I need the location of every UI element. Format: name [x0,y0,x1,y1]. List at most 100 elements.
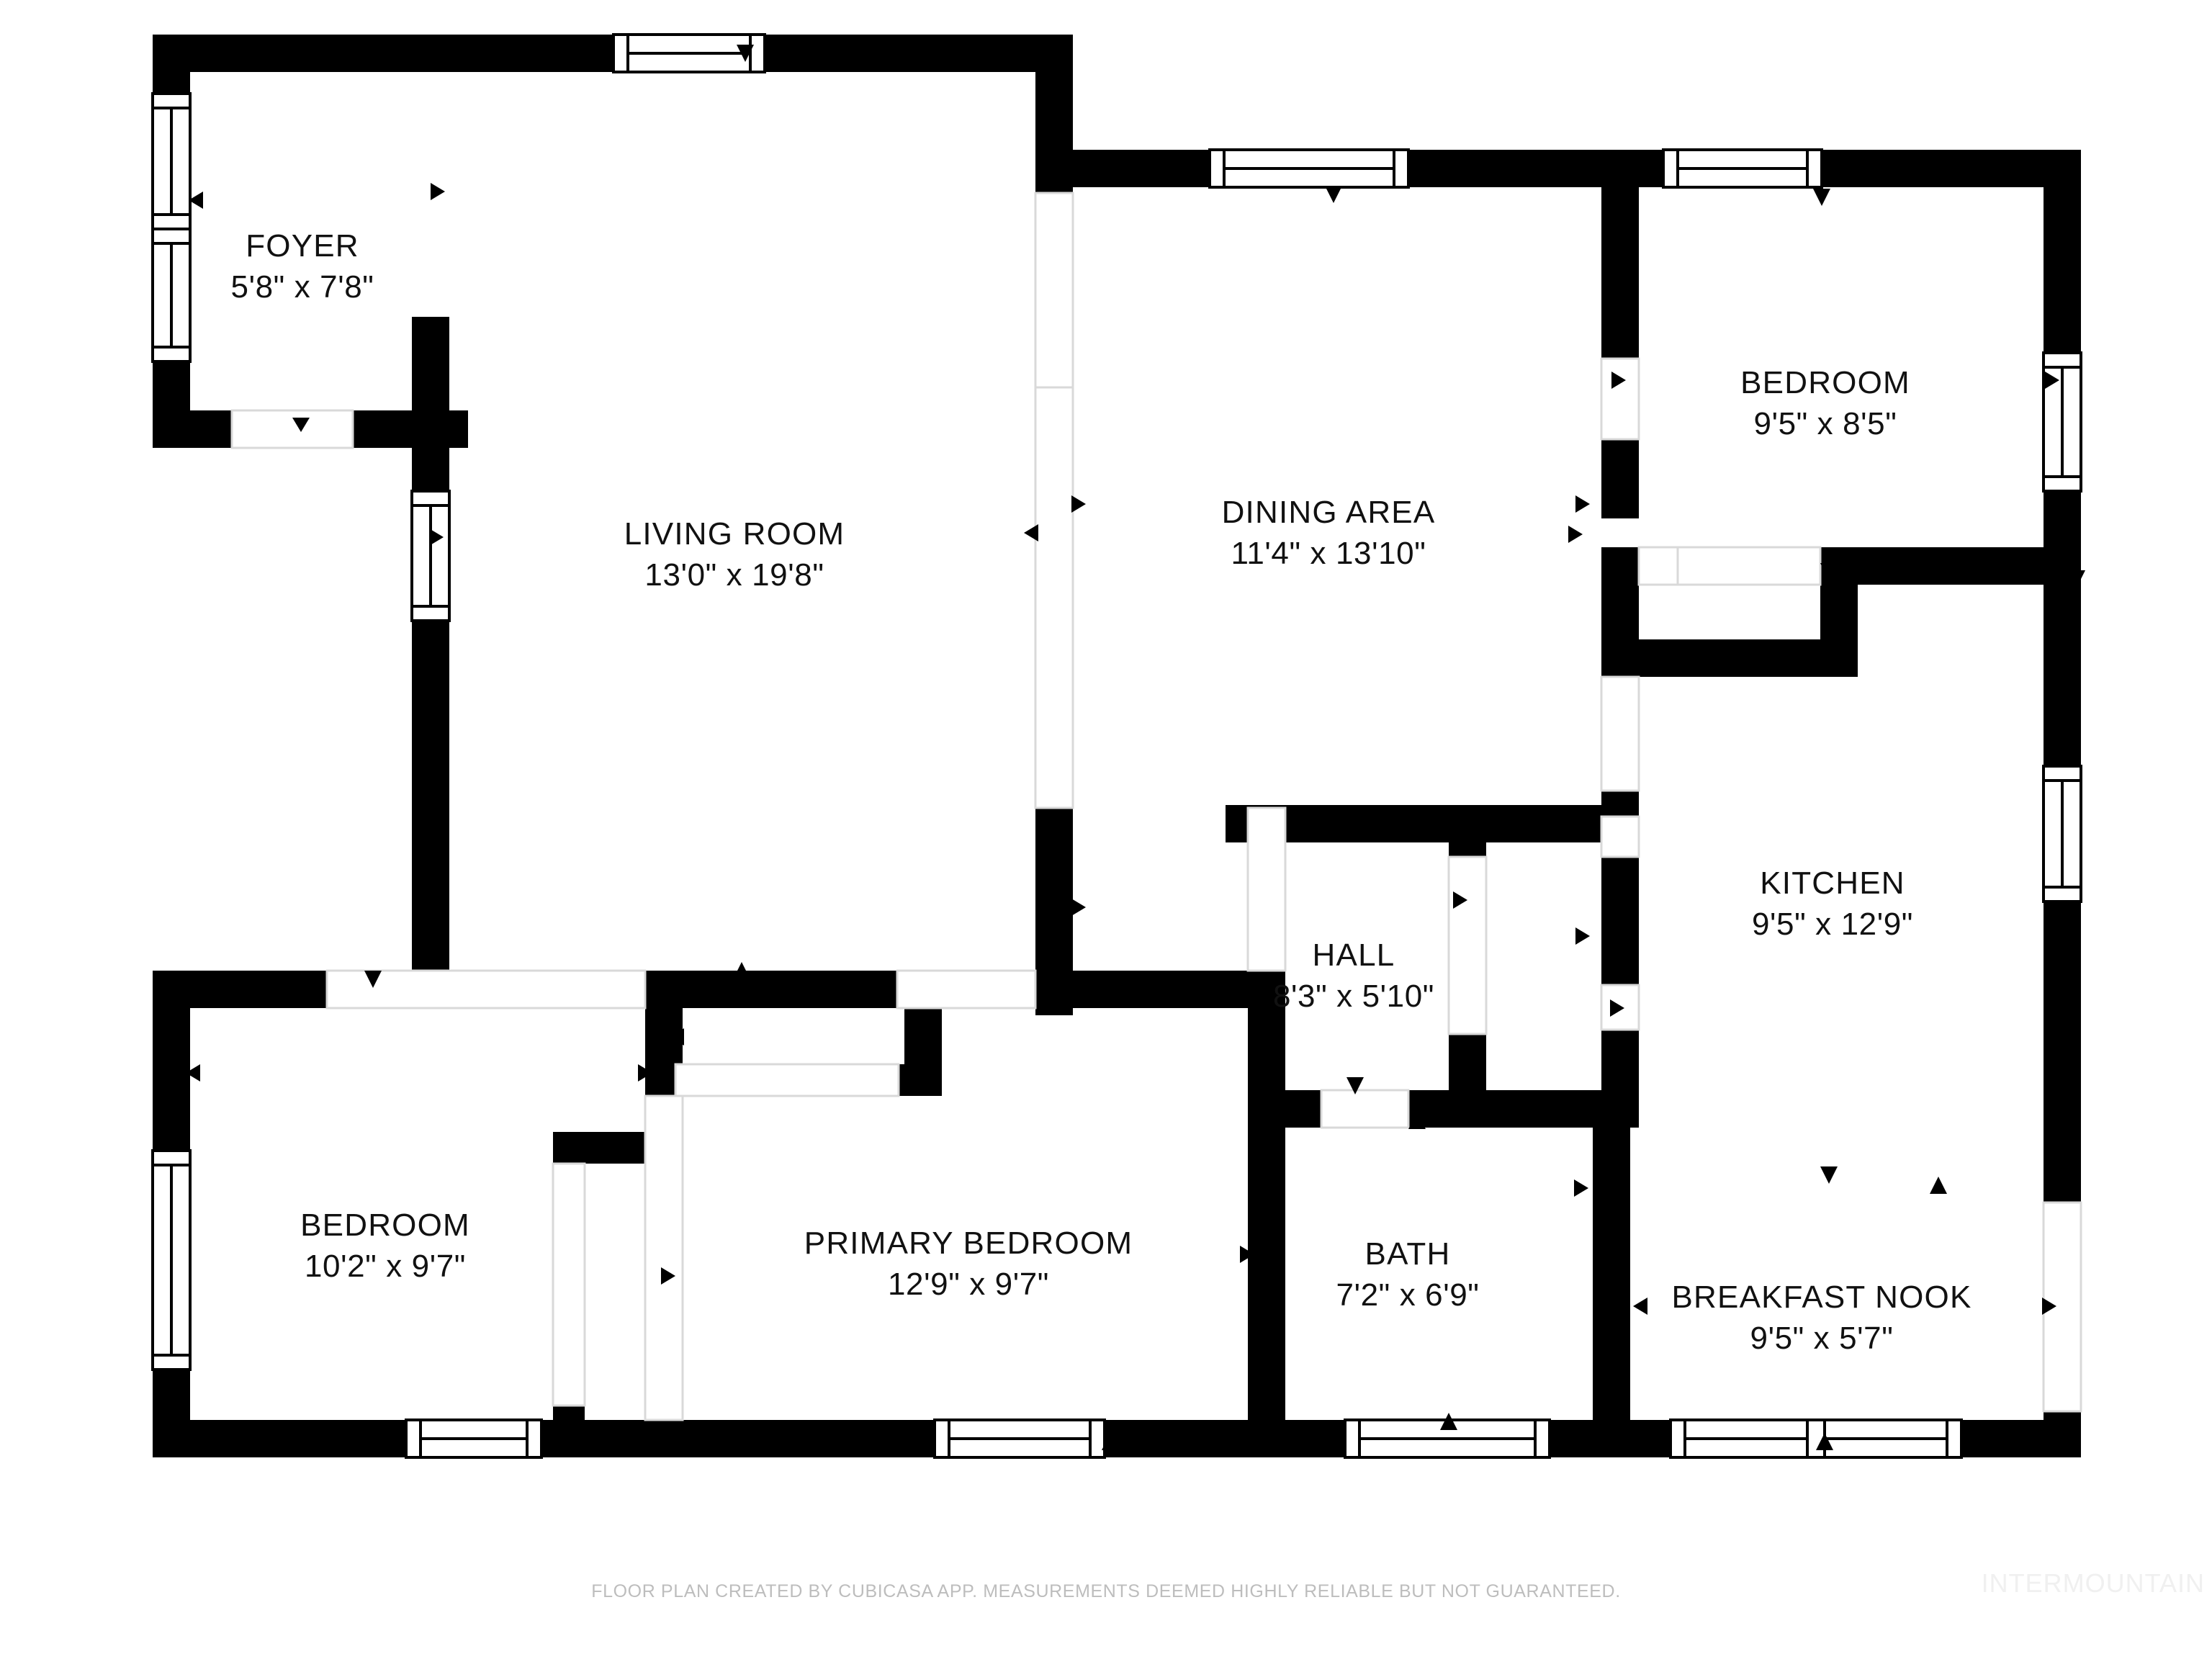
wall-foyer-bottom-left [153,410,232,448]
wall-foyer-right [412,317,449,448]
view-marker-icon [1408,1112,1426,1129]
view-marker-icon [292,418,310,432]
view-marker-icon [1820,1166,1838,1184]
wall-hall-closet-left-top [1449,805,1486,857]
wall-left-foyer-top [153,35,190,94]
view-marker-icon [1611,372,1626,389]
doorway-bedroom-upper-bottom [1637,546,1679,586]
view-marker-icon [1259,1179,1273,1197]
view-marker-icon [2068,570,2085,588]
doorway-primary-closet [674,1063,900,1097]
view-marker-icon [1568,526,1583,543]
view-marker-icon [1610,999,1624,1017]
window-kitchen-right [2042,765,2082,903]
wall-bottom-left-2 [541,1420,935,1457]
wall-small-closet-left-top [553,1132,585,1164]
window-primary-bottom [933,1419,1106,1459]
window-foyer-left-upper [151,92,192,230]
doorway-living-dining-upper [1034,192,1074,389]
doorway-living-hall [896,969,1037,1010]
view-marker-icon [1346,1077,1364,1094]
view-marker-icon [1102,1433,1119,1450]
view-marker-icon [364,971,382,988]
view-marker-icon [2042,1298,2056,1315]
window-living-top [612,33,766,73]
view-marker-icon [1575,495,1590,513]
doorway-living-bedroom-lower [325,969,647,1010]
view-marker-icon [1575,927,1590,945]
wall-right-ext-mid-1 [2044,491,2081,766]
window-foyer-left-lower [151,228,192,363]
wall-hall-bath-right [1408,1090,1630,1128]
view-marker-icon [431,183,445,200]
wall-left-living-upper [412,446,449,491]
wall-living-bottom-right [1035,971,1248,1008]
window-bedroom-upper-right [2042,351,2082,493]
view-marker-icon [1816,1433,1833,1450]
window-dining-top [1208,148,1410,189]
view-marker-icon [1325,186,1342,203]
wall-top-left [153,35,613,72]
wall-top-window-right [765,35,1073,72]
wall-dining-kitchen-divider-4 [1601,857,1639,985]
wall-bottom-left-1 [153,1420,406,1457]
view-marker-icon [1071,899,1086,916]
view-marker-icon [429,529,444,546]
view-marker-icon [2045,372,2059,389]
wall-bedroom-upper-top-right [1822,150,2081,187]
wall-pantry-bottom [1601,639,1858,677]
view-marker-icon [1323,805,1341,822]
doorway-dining-kitchen-mid [1600,675,1640,792]
view-marker-icon [1440,1413,1457,1430]
wall-kitchen-bedroom-top [1858,547,2081,585]
view-marker-icon [297,45,315,62]
doorway-pantry-top [1676,546,1822,586]
view-marker-icon [670,1028,684,1046]
wall-closet-top [645,971,942,1008]
view-marker-icon [733,962,750,979]
window-bedroom-lower-left [151,1149,192,1371]
doorway-foyer-bottom [230,409,354,449]
view-marker-icon [189,192,203,209]
view-marker-icon [1240,1246,1254,1263]
wall-bath-right-lower [1593,1264,1630,1457]
window-bedroom-upper-top [1662,148,1823,189]
view-marker-icon [1574,1179,1588,1197]
wall-dining-bedroom-divider-1 [1601,150,1639,359]
wall-closet-bottom-left [645,1064,675,1096]
view-marker-icon [661,1267,675,1285]
disclaimer-text: FLOOR PLAN CREATED BY CUBICASA APP. MEAS… [591,1581,1621,1601]
wall-dining-kitchen-divider-3 [1601,791,1639,817]
view-marker-icon [1930,1177,1947,1194]
view-marker-icon [1610,891,1624,909]
doorway-small-closet [552,1162,586,1407]
view-marker-icon [1453,891,1467,909]
wall-dining-kitchen-divider-5 [1601,1030,1639,1128]
wall-right-ext-bottom [2044,1411,2081,1457]
wall-left-living-lower [412,621,449,981]
wall-foyer-bottom-right [353,410,468,448]
doorway-dining-kitchen-upper [1600,357,1640,441]
view-marker-icon [1633,1298,1647,1315]
wall-closet-bottom-right [899,1064,942,1096]
view-markers-group [186,45,2085,1450]
wall-dining-bedroom-divider-2 [1601,439,1639,518]
view-marker-icon [1024,524,1038,541]
window-living-left [410,490,451,622]
view-marker-icon [1820,563,1838,580]
wall-dining-top-right [1408,150,1601,187]
wall-right-ext-mid-2 [2044,902,2081,1202]
view-marker-icon [1257,1299,1272,1316]
wall-bath-right [1593,1128,1630,1264]
wall-dining-top-left [1035,150,1210,187]
doorway-hall-bath [1320,1089,1410,1129]
doorway-living-dining-lower [1034,386,1074,809]
view-marker-icon [186,1064,200,1082]
window-breakfast-bottom [1669,1419,1963,1459]
view-marker-icon [2056,922,2071,939]
view-marker-icon [1071,495,1086,513]
wall-bottom-mid-1 [1105,1420,1345,1457]
doorways-group [230,192,2082,1421]
